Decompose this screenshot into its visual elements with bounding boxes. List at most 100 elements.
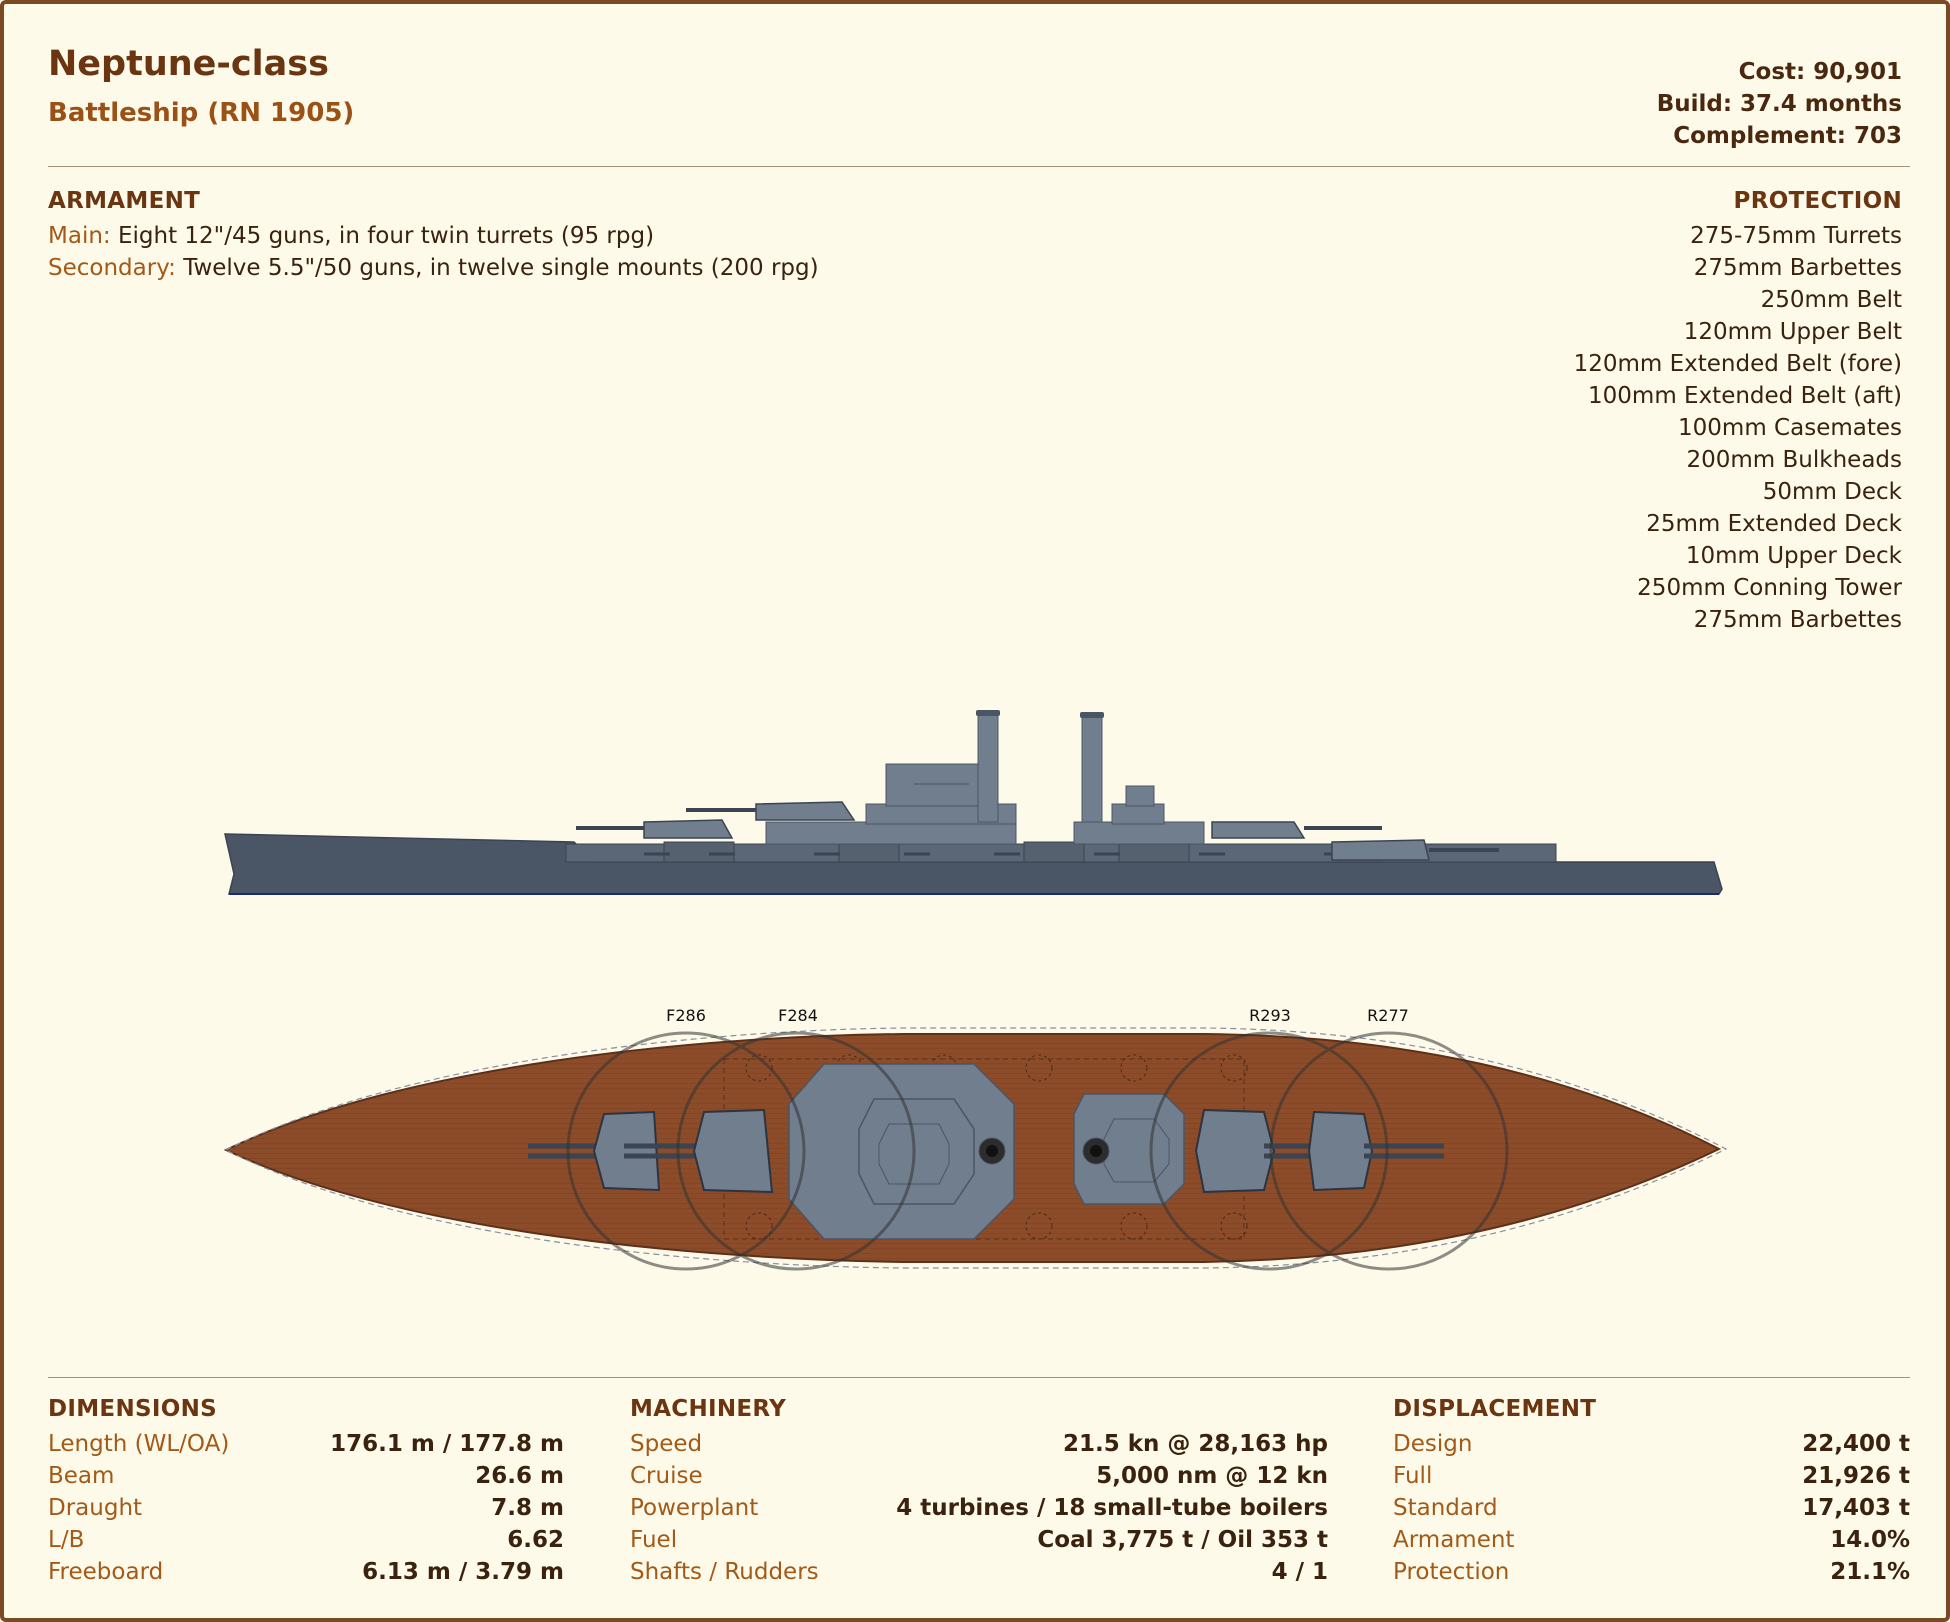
stat-label: Speed xyxy=(630,1431,703,1457)
complement-value: Complement: 703 xyxy=(1673,123,1902,149)
protection-list: 275-75mm Turrets 275mm Barbettes 250mm B… xyxy=(1574,220,1902,636)
main-armament-label: Main: xyxy=(48,223,111,249)
arc-label-f284: F284 xyxy=(778,1006,818,1025)
displacement-heading: DISPLACEMENT xyxy=(1393,1396,1597,1422)
arc-label-r293: R293 xyxy=(1249,1006,1291,1025)
stat-row: Speed 21.5 kn @ 28,163 hp xyxy=(630,1428,1328,1460)
side-aft-superstructure xyxy=(1073,712,1205,845)
stat-row: Design 22,400 t xyxy=(1393,1428,1910,1460)
armament-heading: ARMAMENT xyxy=(48,188,201,214)
arc-label-r277: R277 xyxy=(1367,1006,1409,1025)
stat-row: Fuel Coal 3,775 t / Oil 353 t xyxy=(630,1524,1328,1556)
stat-label: Shafts / Rudders xyxy=(630,1559,819,1585)
secondary-armament-label: Secondary: xyxy=(48,255,176,281)
protection-heading: PROTECTION xyxy=(1733,188,1902,214)
ship-type-subtitle: Battleship (RN 1905) xyxy=(48,98,355,128)
dimensions-heading: DIMENSIONS xyxy=(48,1396,217,1422)
stat-label: Protection xyxy=(1393,1559,1510,1585)
protection-item: 100mm Casemates xyxy=(1678,415,1902,441)
stat-row: Length (WL/OA) 176.1 m / 177.8 m xyxy=(48,1428,564,1460)
side-casemate-band xyxy=(565,841,1557,863)
stat-row: Standard 17,403 t xyxy=(1393,1492,1910,1524)
stats-divider xyxy=(48,1377,1910,1378)
main-armament: Main: Eight 12"/45 guns, in four twin tu… xyxy=(48,223,654,249)
arc-labels: F286 F284 R293 R277 xyxy=(666,1006,1409,1025)
machinery-heading: MACHINERY xyxy=(630,1396,787,1422)
stat-row: Shafts / Rudders 4 / 1 xyxy=(630,1556,1328,1588)
secondary-armament-value: Twelve 5.5"/50 guns, in twelve single mo… xyxy=(175,255,819,281)
protection-item: 120mm Upper Belt xyxy=(1683,319,1902,345)
top-view-drawing: F286 F284 R293 R277 xyxy=(223,1006,1728,1271)
secondary-armament: Secondary: Twelve 5.5"/50 guns, in twelv… xyxy=(48,255,819,281)
cost-summary: Cost: 90,901 Build: 37.4 months Compleme… xyxy=(1657,56,1902,152)
stat-value: 6.62 xyxy=(507,1527,564,1553)
header-divider xyxy=(48,166,1910,167)
side-turret-a xyxy=(576,819,734,839)
stat-value: 17,403 t xyxy=(1802,1495,1910,1521)
turret-b-top xyxy=(624,1108,774,1194)
protection-item: 200mm Bulkheads xyxy=(1686,447,1903,473)
stat-label: Freeboard xyxy=(48,1559,164,1585)
stat-label: Draught xyxy=(48,1495,143,1521)
firing-arcs xyxy=(566,1031,1509,1271)
build-time-value: Build: 37.4 months xyxy=(1656,91,1902,117)
stat-label: Length (WL/OA) xyxy=(48,1431,230,1457)
aft-superstructure-top xyxy=(1073,1093,1185,1205)
protection-item: 250mm Conning Tower xyxy=(1637,575,1902,601)
stat-row: Draught 7.8 m xyxy=(48,1492,564,1524)
stat-row: Full 21,926 t xyxy=(1393,1460,1910,1492)
stat-row: L/B 6.62 xyxy=(48,1524,564,1556)
stat-value: 22,400 t xyxy=(1802,1431,1910,1457)
protection-item: 120mm Extended Belt (fore) xyxy=(1573,351,1902,377)
stat-label: Cruise xyxy=(630,1463,703,1489)
stat-row: Powerplant 4 turbines / 18 small-tube boi… xyxy=(630,1492,1328,1524)
protection-item: 250mm Belt xyxy=(1760,287,1902,313)
side-profile-drawing xyxy=(224,710,1723,895)
stat-label: Armament xyxy=(1393,1527,1515,1553)
stat-value: 14.0% xyxy=(1830,1527,1910,1553)
stat-row: Beam 26.6 m xyxy=(48,1460,564,1492)
side-turret-b xyxy=(686,801,856,821)
stat-label: Standard xyxy=(1393,1495,1498,1521)
stat-row: Freeboard 6.13 m / 3.79 m xyxy=(48,1556,564,1588)
protection-item: 25mm Extended Deck xyxy=(1646,511,1902,537)
protection-item: 275mm Barbettes xyxy=(1693,255,1902,281)
turret-x-top xyxy=(1194,1108,1334,1194)
protection-item: 100mm Extended Belt (aft) xyxy=(1588,383,1902,409)
stat-value: 6.13 m / 3.79 m xyxy=(362,1559,564,1585)
stat-value: 176.1 m / 177.8 m xyxy=(330,1431,564,1457)
turret-a-top xyxy=(528,1110,661,1192)
stat-value: 26.6 m xyxy=(475,1463,564,1489)
stat-value: 21.5 kn @ 28,163 hp xyxy=(1062,1431,1328,1457)
stat-label: Beam xyxy=(48,1463,115,1489)
stat-label: Full xyxy=(1393,1463,1433,1489)
stat-label: Fuel xyxy=(630,1527,678,1553)
side-turret-x xyxy=(1211,821,1382,839)
stat-label: Design xyxy=(1393,1431,1473,1457)
stat-value: 21,926 t xyxy=(1802,1463,1910,1489)
stat-row: Armament 14.0% xyxy=(1393,1524,1910,1556)
main-armament-value: Eight 12"/45 guns, in four twin turrets … xyxy=(110,223,655,249)
displacement-table: Design 22,400 t Full 21,926 t Standard 17,4… xyxy=(1393,1428,1910,1588)
protection-item: 275mm Barbettes xyxy=(1693,607,1902,633)
side-turret-y xyxy=(1331,839,1499,861)
stat-value: Coal 3,775 t / Oil 353 t xyxy=(1037,1527,1328,1553)
protection-item: 275-75mm Turrets xyxy=(1690,223,1902,249)
stat-label: L/B xyxy=(48,1527,85,1553)
protection-item: 10mm Upper Deck xyxy=(1685,543,1902,569)
stat-label: Powerplant xyxy=(630,1495,759,1521)
stat-value: 4 turbines / 18 small-tube boilers xyxy=(896,1495,1328,1521)
machinery-table: Speed 21.5 kn @ 28,163 hp Cruise 5,000 nm … xyxy=(630,1428,1328,1588)
protection-item: 50mm Deck xyxy=(1762,479,1902,505)
stat-value: 5,000 nm @ 12 kn xyxy=(1096,1463,1328,1489)
cost-value: Cost: 90,901 xyxy=(1738,59,1902,85)
stat-row: Cruise 5,000 nm @ 12 kn xyxy=(630,1460,1328,1492)
side-forward-superstructure xyxy=(765,710,1017,845)
dimensions-table: Length (WL/OA) 176.1 m / 177.8 m Beam 26.6… xyxy=(48,1428,564,1588)
stat-value: 7.8 m xyxy=(491,1495,564,1521)
stat-value: 4 / 1 xyxy=(1271,1559,1328,1585)
arc-label-f286: F286 xyxy=(666,1006,706,1025)
stat-value: 21.1% xyxy=(1830,1559,1910,1585)
forward-superstructure-top xyxy=(788,1063,1015,1240)
